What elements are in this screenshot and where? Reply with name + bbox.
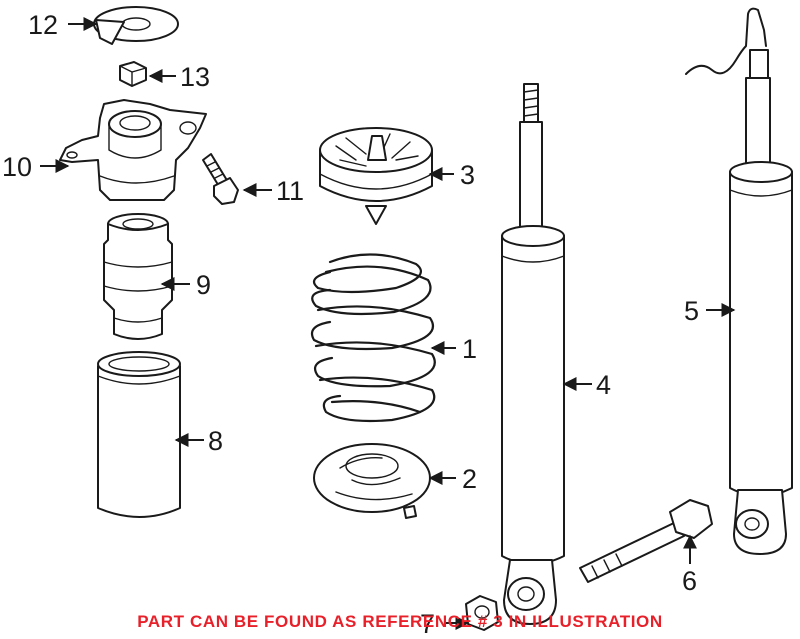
part-9-bump-stop bbox=[103, 213, 173, 340]
callout-4: 4 bbox=[596, 370, 611, 400]
part-4-shock-absorber bbox=[501, 83, 565, 625]
callout-arrows bbox=[40, 17, 736, 630]
part-6-long-bolt bbox=[579, 499, 713, 583]
part-2-lower-seat bbox=[313, 443, 431, 519]
callout-3: 3 bbox=[460, 160, 475, 190]
callout-9: 9 bbox=[196, 270, 211, 300]
callout-10: 10 bbox=[2, 152, 32, 182]
reference-notice: PART CAN BE FOUND AS REFERENCE # 3 IN IL… bbox=[137, 612, 663, 631]
callout-5: 5 bbox=[684, 296, 699, 326]
part-11-bolt bbox=[202, 153, 239, 205]
part-10-upper-mount bbox=[59, 99, 207, 201]
callout-11: 11 bbox=[276, 176, 304, 206]
callout-13: 13 bbox=[180, 62, 210, 92]
part-1-coil-spring bbox=[310, 253, 436, 423]
callout-6: 6 bbox=[682, 566, 697, 596]
callout-8: 8 bbox=[208, 426, 223, 456]
callout-12: 12 bbox=[28, 10, 58, 40]
part-13-nut bbox=[119, 61, 147, 87]
part-12-pad bbox=[93, 6, 179, 45]
callout-2: 2 bbox=[462, 464, 477, 494]
callout-7: 7 bbox=[420, 609, 435, 639]
part-8-dust-boot bbox=[97, 351, 181, 518]
callout-1: 1 bbox=[462, 334, 477, 364]
part-5-shock-absorber bbox=[685, 7, 793, 555]
callout-labels: 12 13 10 11 9 8 3 1 2 4 5 6 7 bbox=[2, 10, 699, 639]
part-3-upper-seat bbox=[319, 127, 433, 225]
